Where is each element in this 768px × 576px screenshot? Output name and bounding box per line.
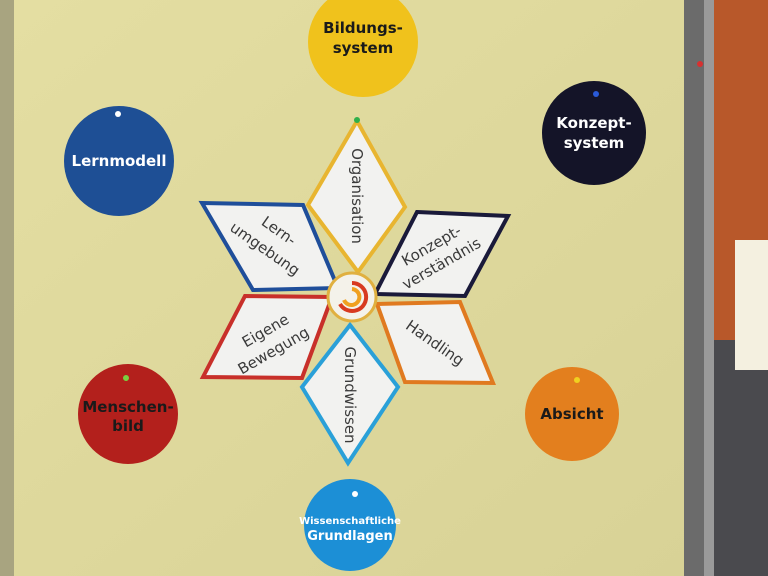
circle-label: Wissenschaftliche [299,516,401,527]
pin-icon [354,117,360,123]
pin-icon [574,377,580,383]
diamond-eigene-bewegung: Eigene Bewegung [199,293,335,381]
pin-icon [115,111,121,117]
board-left-edge [0,0,14,576]
circle-label: Absicht [540,405,603,423]
pin-icon [123,375,129,381]
pin-icon [593,91,599,97]
pin-icon [697,61,703,67]
circle-label: bild [112,417,144,435]
circle-label: Bildungs- [323,19,403,37]
diamond-handling: Handling [374,299,496,386]
diamond-label: Organisation [348,148,366,244]
circle-menschenbild: Menschen- bild [78,364,178,464]
circle-label: Konzept- [556,114,631,132]
white-furniture [735,240,768,370]
circle-bildungssystem: Bildungs- system [308,0,418,97]
circle-wissenschaftliche-grundlagen: Wissenschaftliche Grundlagen [299,479,401,571]
diamond-konzeptverstaendnis: Konzept- verständnis [371,209,512,299]
circle-label: system [333,39,394,57]
circle-lernmodell: Lernmodell [64,106,174,216]
diamond-label: Grundwissen [341,346,359,443]
board-frame-right [684,0,704,576]
circle-konzeptsystem: Konzept- system [542,81,646,185]
diamond-organisation: Organisation [305,116,408,276]
circle-label: system [564,134,625,152]
circle-absicht: Absicht [525,367,619,461]
diamond-lernumgebung: Lern- umgebung [198,200,341,293]
pins [115,61,703,497]
pin-icon [352,491,358,497]
center-logo [326,271,378,323]
board-frame-edge [704,0,714,576]
circle-label: Grundlagen [307,529,393,544]
circle-label: Lernmodell [72,152,167,170]
diamond-grundwissen: Grundwissen [299,321,401,467]
circle-label: Menschen- [82,398,173,416]
